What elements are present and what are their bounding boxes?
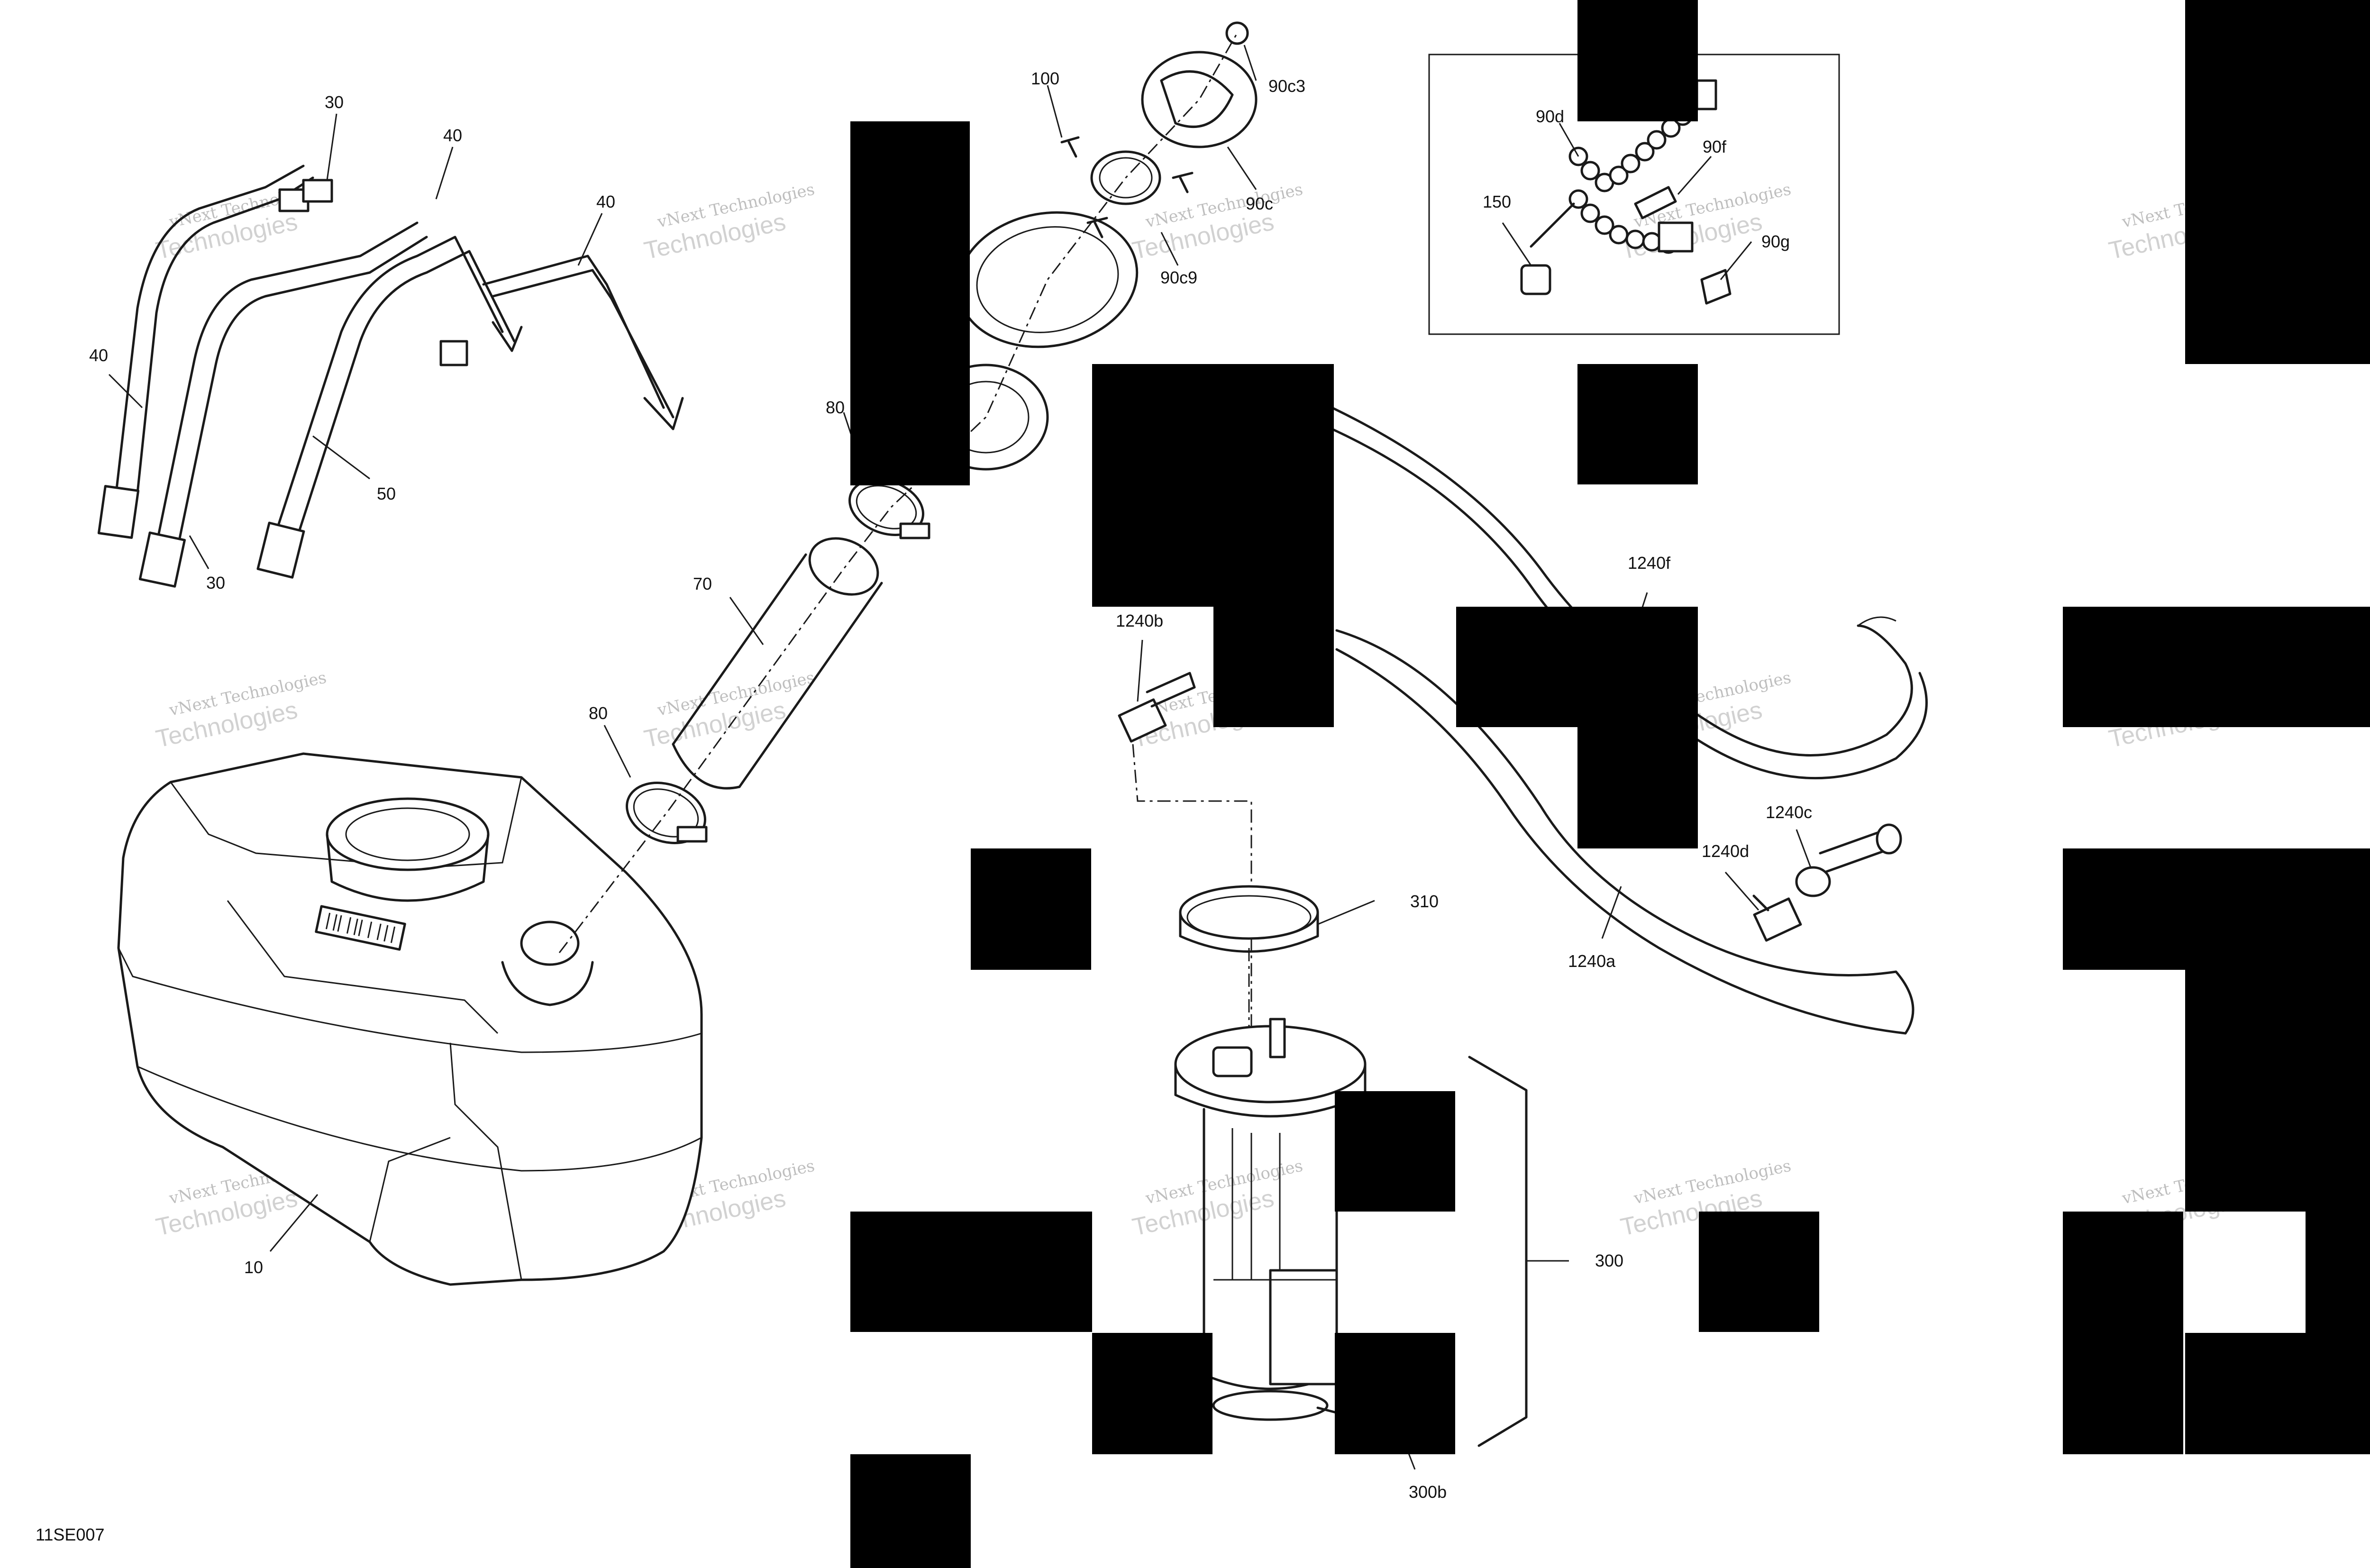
callout-40: 40 [89, 346, 108, 365]
redaction-block [1456, 607, 1698, 727]
redaction-block [2185, 970, 2370, 1212]
callout-90c3: 90c3 [1268, 76, 1305, 96]
callout-1240f: 1240f [1628, 553, 1671, 573]
redaction-block [850, 1454, 971, 1568]
callout-90f: 90f [1703, 137, 1727, 156]
callout-300: 300 [1595, 1251, 1623, 1270]
quick-connector-1240b [1118, 672, 1196, 743]
callout-40: 40 [443, 126, 462, 145]
callout-90d: 90d [1536, 107, 1564, 126]
redaction-block [2306, 1212, 2370, 1333]
callout-90c9: 90c9 [1160, 268, 1197, 287]
quick-connector-1240d [1752, 894, 1802, 942]
callout-80: 80 [826, 398, 845, 417]
redaction-block [1092, 364, 1334, 607]
redaction-block [2063, 848, 2370, 970]
callout-300b: 300b [1409, 1482, 1447, 1502]
callout-80: 80 [589, 703, 608, 723]
callout-100: 100 [1031, 69, 1059, 88]
redaction-block [1577, 0, 1698, 121]
callout-10: 10 [244, 1258, 263, 1277]
redaction-block [850, 121, 970, 485]
redaction-overlay [850, 0, 2370, 1568]
callout-150: 150 [1483, 192, 1511, 211]
callout-310: 310 [1410, 892, 1439, 911]
redaction-block [1213, 607, 1334, 727]
callout-70: 70 [693, 574, 712, 593]
callout-1240a: 1240a [1568, 951, 1616, 971]
figure-id: 11SE007 [36, 1525, 104, 1544]
redaction-block [1699, 1212, 1819, 1332]
fuel-pump-module [1174, 885, 1528, 1447]
callout-labels: 30 40 40 40 30 50 70 80 80 100 90c3 90c … [89, 69, 1812, 1502]
callout-30: 30 [206, 573, 225, 593]
redaction-block [1092, 1333, 1212, 1454]
callout-90c: 90c [1246, 194, 1273, 213]
redaction-block [1335, 1091, 1455, 1212]
callout-1240b: 1240b [1116, 611, 1163, 630]
callout-90g: 90g [1761, 232, 1790, 251]
tank-straps [97, 164, 684, 588]
callout-1240c: 1240c [1766, 802, 1812, 822]
callout-1240d: 1240d [1702, 841, 1749, 861]
redaction-block [1577, 364, 1698, 484]
redaction-block [850, 1212, 1092, 1332]
fuel-tank [117, 752, 703, 1286]
redaction-block [2306, 121, 2370, 364]
redaction-block [1577, 727, 1698, 848]
redaction-block [1335, 1333, 1455, 1454]
redaction-block [2063, 607, 2370, 727]
callout-40: 40 [596, 192, 615, 211]
redaction-block [2185, 1333, 2370, 1454]
callout-50: 50 [377, 484, 396, 503]
redaction-block [2063, 1212, 2183, 1454]
tether-chain [1520, 79, 1732, 305]
redaction-block [971, 848, 1091, 970]
callout-30: 30 [325, 92, 344, 112]
cap-tether-inset [1428, 54, 1840, 335]
